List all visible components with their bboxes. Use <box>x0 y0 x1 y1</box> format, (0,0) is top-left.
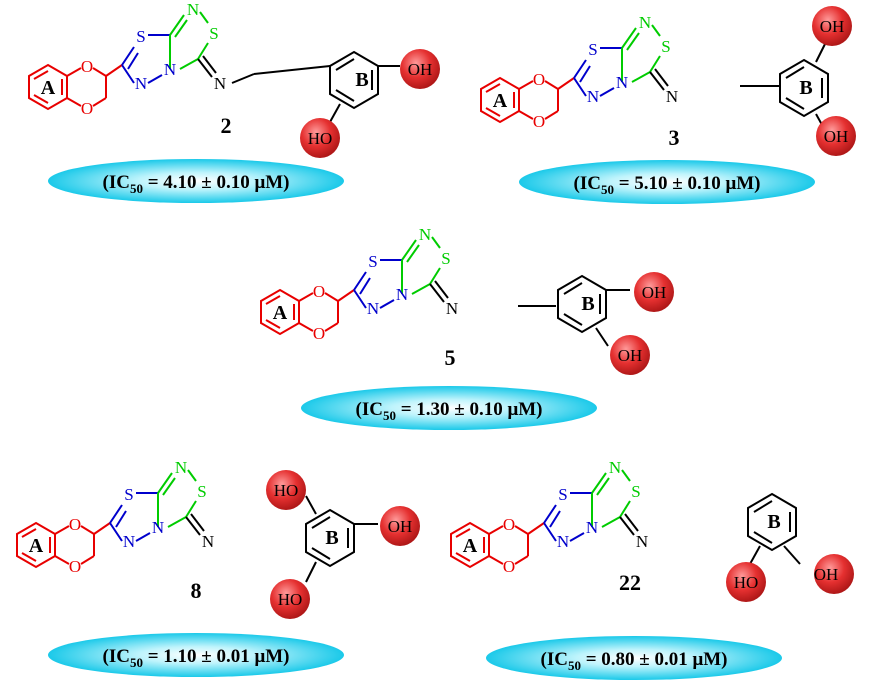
ic50-label: (IC50 = 1.10 ± 0.01 μM) <box>103 646 290 670</box>
hydroxyl-group: OH <box>408 60 433 79</box>
hydroxyl-group: HO <box>308 129 333 148</box>
ic50-label: (IC50 = 0.80 ± 0.01 μM) <box>541 649 728 673</box>
ic50-pill <box>519 160 815 204</box>
ic50-pill <box>301 386 597 430</box>
compound-3: OH OH B 3 (IC50 = 5.10 ± 0.10 μM) <box>480 6 856 204</box>
hydroxyl-group: HO <box>278 590 303 609</box>
hydroxyl-highlight <box>726 562 766 602</box>
hydroxyl-group: OH <box>642 283 667 302</box>
ring-b-label: B <box>581 293 594 315</box>
ic50-pill <box>48 633 344 677</box>
hydroxyl-highlight <box>610 335 650 375</box>
ring-b-label: B <box>799 77 812 99</box>
hydroxyl-highlight <box>812 6 852 46</box>
hydroxyl-group: HO <box>734 573 759 592</box>
hydroxyl-group: OH <box>618 346 643 365</box>
hydroxyl-highlight <box>270 579 310 619</box>
ring-b-label: B <box>355 69 368 91</box>
compound-22: HO OH B 22 (IC50 = 0.80 ± 0.01 μM) <box>450 457 854 680</box>
ic50-label: (IC50 = 1.30 ± 0.10 μM) <box>356 399 543 423</box>
ic50-pill <box>48 159 344 203</box>
compound-8: HO OH HO B 8 (IC50 = 1.10 ± 0.01 μM) <box>16 457 420 677</box>
hydroxyl-highlight <box>814 554 854 594</box>
compound-5: OH OH B 5 (IC50 = 1.30 ± 0.10 μM) <box>260 224 674 430</box>
compound-number: 3 <box>669 125 680 150</box>
ring-b-label: B <box>767 511 780 533</box>
hydroxyl-highlight <box>634 272 674 312</box>
ic50-label: (IC50 = 4.10 ± 0.10 μM) <box>103 172 290 196</box>
hydroxyl-highlight <box>266 470 306 510</box>
hydroxyl-group: OH <box>388 517 413 536</box>
ring-b-compound-2 <box>329 51 379 109</box>
ic50-label: (IC50 = 5.10 ± 0.10 μM) <box>574 173 761 197</box>
ic50-pill <box>486 636 782 680</box>
compound-number: 5 <box>445 345 456 370</box>
ring-b-label: B <box>325 527 338 549</box>
compound-number: 22 <box>619 570 641 595</box>
hydroxyl-highlight <box>380 506 420 546</box>
hydroxyl-group: HO <box>274 481 299 500</box>
compound-2: OH HO B 2 (IC50 = 4.10 ± 0.10 μM) <box>28 0 440 203</box>
hydroxyl-group: OH <box>820 17 845 36</box>
hydroxyl-highlight <box>816 116 856 156</box>
compound-number: 2 <box>221 113 232 138</box>
hydroxyl-highlight <box>400 49 440 89</box>
compound-number: 8 <box>191 578 202 603</box>
hydroxyl-highlight <box>300 118 340 158</box>
hydroxyl-group: OH <box>824 127 849 146</box>
hydroxyl-group: OH <box>814 565 839 584</box>
